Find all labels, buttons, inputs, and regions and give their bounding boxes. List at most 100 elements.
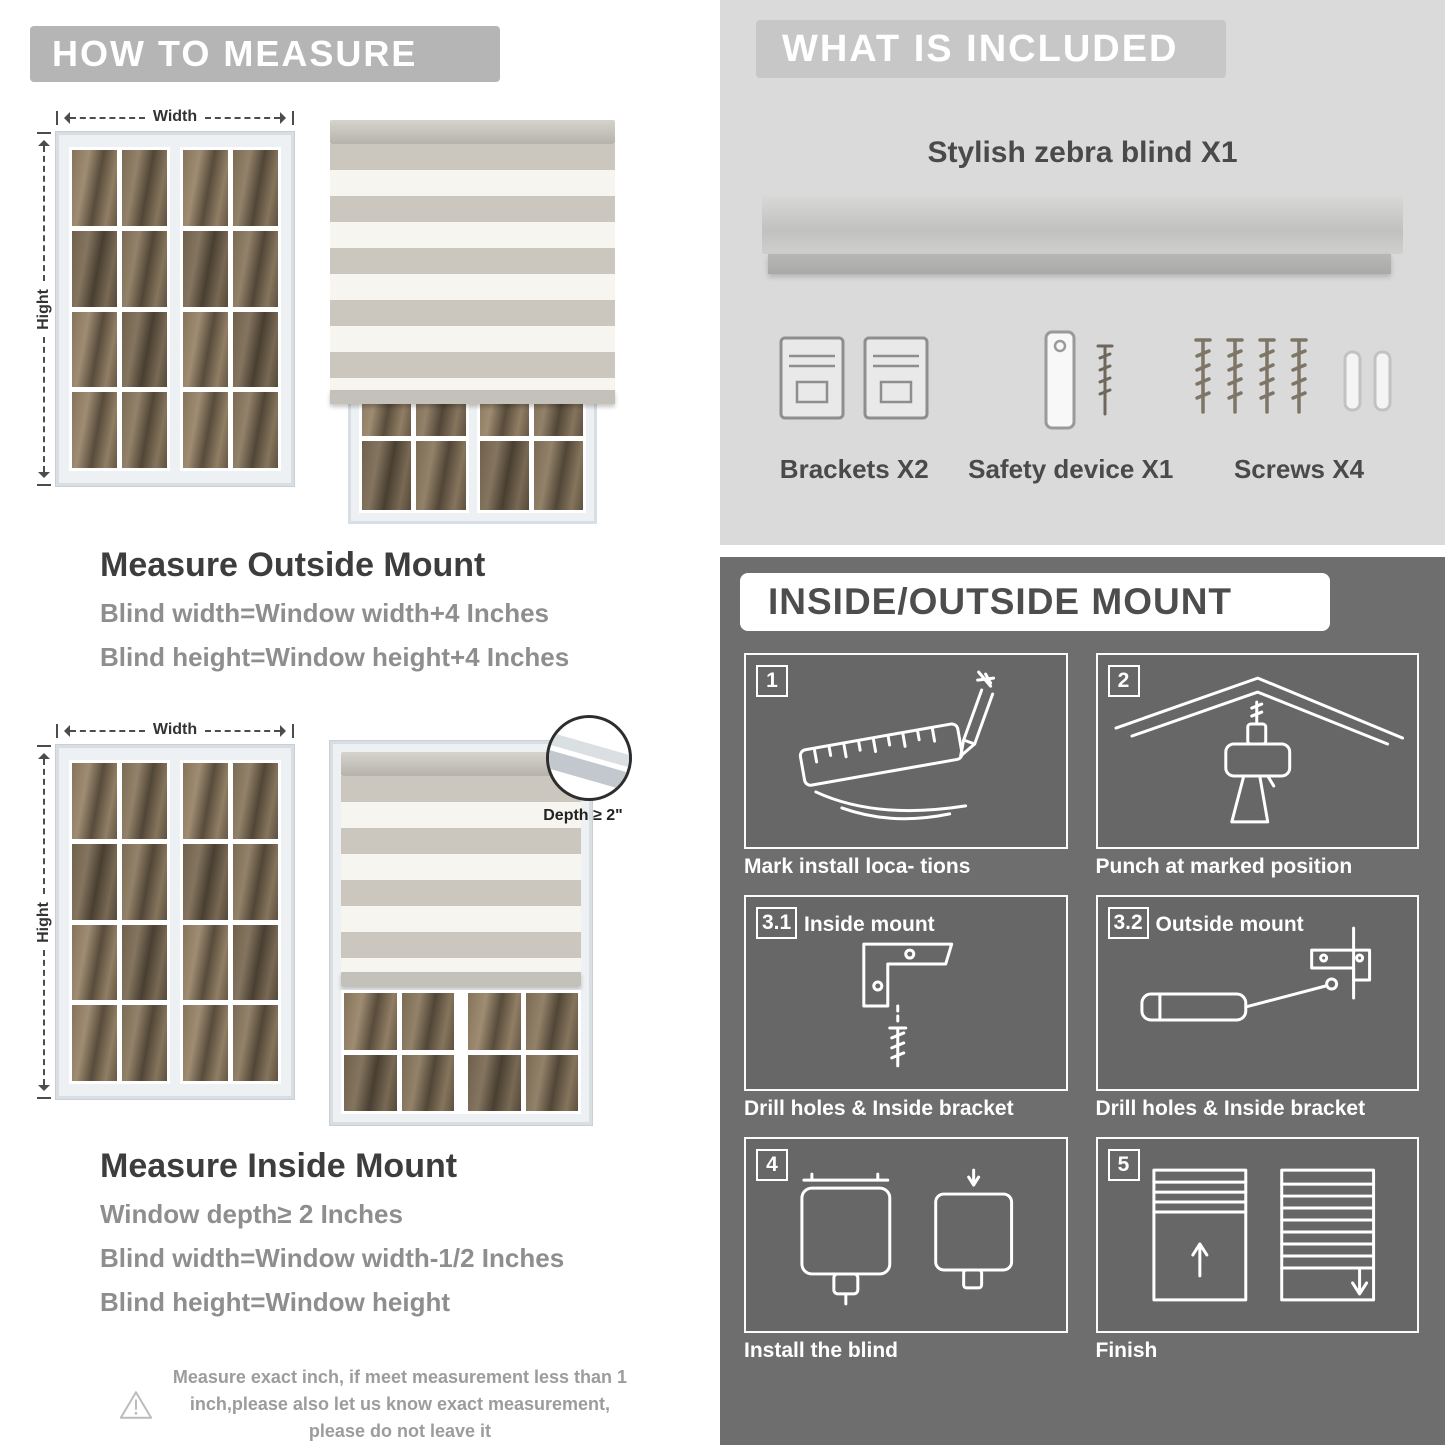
window-pane bbox=[533, 440, 583, 510]
arrow-dash bbox=[205, 730, 280, 732]
safety-device-label: Safety device X1 bbox=[968, 454, 1174, 484]
height-label: Hight bbox=[35, 288, 52, 330]
window-pane bbox=[525, 993, 578, 1050]
step-2-caption: Punch at marked position bbox=[1095, 855, 1353, 878]
outside-mount-title: Measure Outside Mount bbox=[100, 546, 486, 584]
depth-label: Depth ≥ 2" bbox=[543, 807, 623, 824]
brackets-label: Brackets X2 bbox=[779, 454, 929, 484]
window-pane bbox=[233, 392, 278, 468]
zebra-blind-headrail-illustration bbox=[762, 196, 1403, 274]
how-to-measure-section: HOW TO MEASURE Width Hight bbox=[0, 0, 720, 1445]
window-measure-illustration: Width Hight bbox=[34, 719, 294, 1099]
mark-location-illustration bbox=[798, 670, 996, 821]
step-2-box: 2 bbox=[1095, 653, 1419, 849]
outside-mount-formula-1: Blind width=Window width+4 Inches bbox=[100, 598, 549, 628]
window-sash bbox=[69, 760, 170, 1084]
step-3-1-title: Inside mount bbox=[804, 913, 935, 936]
drill-illustration bbox=[1113, 676, 1404, 824]
inside-mount-formula-2: Blind width=Window width-1/2 Inches bbox=[100, 1243, 565, 1273]
step-3-1-caption: Drill holes & Inside bracket bbox=[744, 1097, 1014, 1120]
screws-label: Screws X4 bbox=[1233, 454, 1365, 484]
zebra-blind-outside-illustration bbox=[330, 120, 615, 524]
arrowhead-down-icon bbox=[38, 1085, 50, 1097]
window-sash bbox=[69, 147, 170, 471]
window-frame bbox=[330, 741, 592, 1125]
inside-mount-formula-1: Window depth≥ 2 Inches bbox=[100, 1199, 403, 1229]
what-is-included-section: WHAT IS INCLUDED Stylish zebra blind X1 bbox=[720, 0, 1445, 545]
step-3-2-box: 3.2 Outside mount bbox=[1095, 895, 1419, 1091]
window-pane bbox=[183, 392, 228, 468]
blind-stripes bbox=[330, 144, 615, 390]
window-illustration bbox=[56, 132, 294, 486]
width-label: Width bbox=[152, 108, 198, 125]
screws-icon bbox=[1179, 322, 1419, 440]
arrow-dash bbox=[70, 730, 145, 732]
arrow-dash bbox=[43, 759, 45, 894]
install-blind-illustration bbox=[800, 1168, 1014, 1306]
included-item-brackets: Brackets X2 bbox=[746, 322, 963, 485]
height-arrow: Hight bbox=[34, 745, 54, 1099]
arrow-dash bbox=[43, 337, 45, 472]
arrow-dash bbox=[43, 146, 45, 281]
window-pane bbox=[72, 924, 117, 1001]
inside-mount-illustrations: Width Hight bbox=[34, 715, 720, 1125]
arrow-end-tick bbox=[37, 745, 51, 747]
step-number-badge: 3.1 bbox=[756, 907, 798, 939]
arrow-end-tick bbox=[37, 132, 51, 134]
step-5: 5 bbox=[1095, 1137, 1419, 1363]
blind-headrail bbox=[330, 120, 615, 144]
measure-warning: Measure exact inch, if meet measurement … bbox=[118, 1364, 628, 1445]
inside-mount-title: Measure Inside Mount bbox=[100, 1147, 458, 1185]
window-sash bbox=[180, 760, 281, 1084]
window-sash bbox=[465, 990, 581, 1114]
blind-item-label: Stylish zebra blind X1 bbox=[927, 136, 1238, 169]
window-pane bbox=[183, 150, 228, 226]
arrow-end-tick bbox=[37, 484, 51, 486]
step-5-caption: Finish bbox=[1095, 1339, 1158, 1362]
window-pane bbox=[344, 993, 397, 1050]
step-4: 4 bbox=[744, 1137, 1068, 1363]
window-sash bbox=[180, 147, 281, 471]
window-pane bbox=[468, 1054, 521, 1111]
window-pane bbox=[233, 230, 278, 307]
included-item-screws: Screws X4 bbox=[1179, 322, 1419, 485]
window-illustration bbox=[56, 745, 294, 1099]
window-pane bbox=[72, 150, 117, 226]
mount-banner-label: INSIDE/OUTSIDE MOUNT bbox=[768, 581, 1233, 622]
window-pane bbox=[416, 440, 466, 510]
brackets-icon bbox=[746, 322, 963, 440]
window-pane bbox=[122, 843, 167, 920]
window-pane bbox=[122, 311, 167, 388]
blind-stripes bbox=[341, 776, 581, 972]
window-pane bbox=[401, 1054, 454, 1111]
headrail-lip bbox=[768, 254, 1391, 274]
window-pane bbox=[183, 311, 228, 388]
outside-bracket-illustration bbox=[1139, 926, 1371, 1022]
height-arrow: Hight bbox=[34, 132, 54, 486]
arrow-end-tick bbox=[56, 724, 58, 738]
warning-text: Measure exact inch, if meet measurement … bbox=[172, 1367, 628, 1441]
outside-mount-illustrations: Width Hight bbox=[34, 106, 720, 524]
arrowhead-down-icon bbox=[38, 472, 50, 484]
warning-icon bbox=[119, 1390, 153, 1419]
step-3-2: 3.2 Outside mount bbox=[1095, 895, 1419, 1121]
window-pane bbox=[183, 763, 228, 839]
window-pane bbox=[72, 311, 117, 388]
arrow-dash bbox=[205, 117, 280, 119]
window-behind-blind bbox=[341, 990, 581, 1114]
window-pane bbox=[233, 150, 278, 226]
window-pane bbox=[344, 1054, 397, 1111]
window-pane bbox=[183, 843, 228, 920]
window-pane bbox=[233, 1005, 278, 1081]
blind-bottomrail bbox=[341, 972, 581, 986]
window-pane bbox=[122, 924, 167, 1001]
window-pane bbox=[122, 150, 167, 226]
what-is-included-banner-label: WHAT IS INCLUDED bbox=[782, 27, 1179, 70]
included-items-row: Brackets X2 bbox=[746, 322, 1419, 485]
step-number-badge: 2 bbox=[1107, 665, 1140, 697]
window-pane bbox=[122, 763, 167, 839]
width-arrow: Width bbox=[56, 108, 294, 128]
arrowhead-up-icon bbox=[38, 747, 50, 759]
window-pane bbox=[183, 230, 228, 307]
